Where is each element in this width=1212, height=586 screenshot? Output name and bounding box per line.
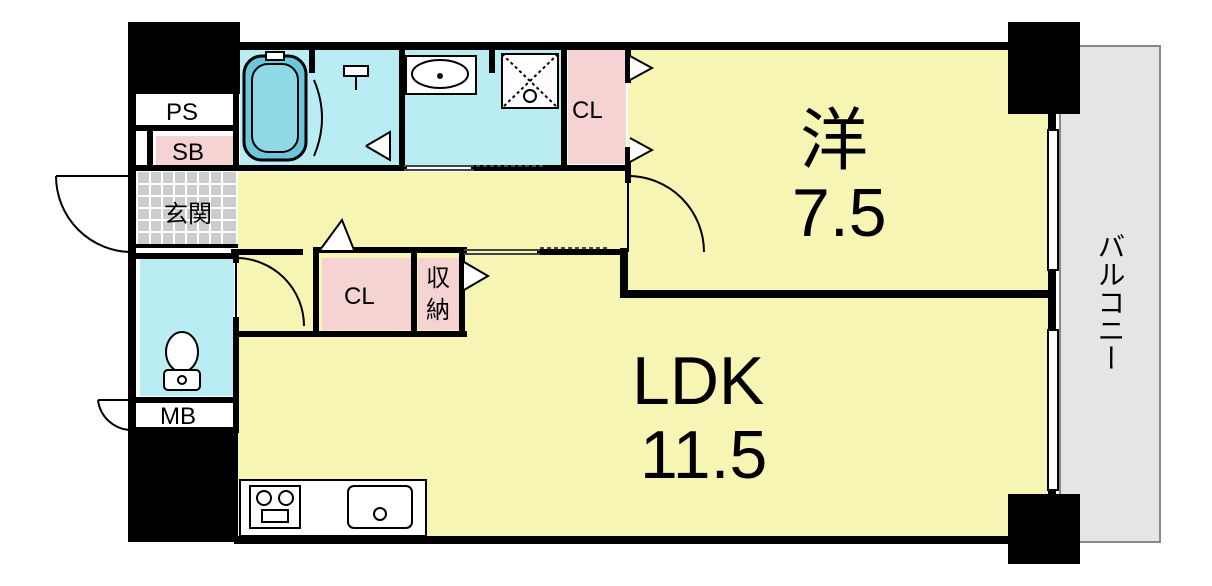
ldk-size: 11.5 [640,417,767,493]
western-room-size: 7.5 [792,175,887,251]
column-left-lower [128,430,238,542]
sliding-doors [404,165,610,255]
western-room-floor [628,50,1052,290]
sink-icon [347,485,413,529]
balcony-label: バルコニー [1095,232,1126,372]
entrance-label: 玄関 [164,201,212,228]
hallway-floor [238,172,628,252]
balcony: バルコニー [1059,45,1161,543]
storage-label-line1: 収 [426,265,450,292]
sb-label: SB [172,139,204,166]
washbasin-icon [405,55,477,95]
walls [128,42,1056,544]
sb-floor [156,136,236,166]
balcony-windows [1047,129,1059,491]
door-swings [55,55,705,432]
storage-label-line2: 納 [426,297,450,324]
closet-top-label: CL [572,97,603,124]
column-top-right [1008,22,1080,114]
toilet-icon [163,331,201,391]
bathtub [242,51,308,162]
mb-label: MB [160,403,196,430]
ps-label: PS [166,99,198,126]
shower-icon [313,65,369,157]
stove-icon [249,485,301,529]
column-top-left [128,22,240,94]
western-room-label: 洋 [800,103,868,179]
closet-top-floor [568,50,626,164]
washing-machine-icon [501,53,559,109]
storage-floor [418,258,460,330]
ldk-label: LDK [632,343,764,419]
kitchen-counter [239,479,427,537]
column-bottom-right [1008,494,1080,564]
entrance-floor [138,172,236,246]
closet-mid-floor [322,258,412,330]
closet-mid-label: CL [344,283,375,310]
